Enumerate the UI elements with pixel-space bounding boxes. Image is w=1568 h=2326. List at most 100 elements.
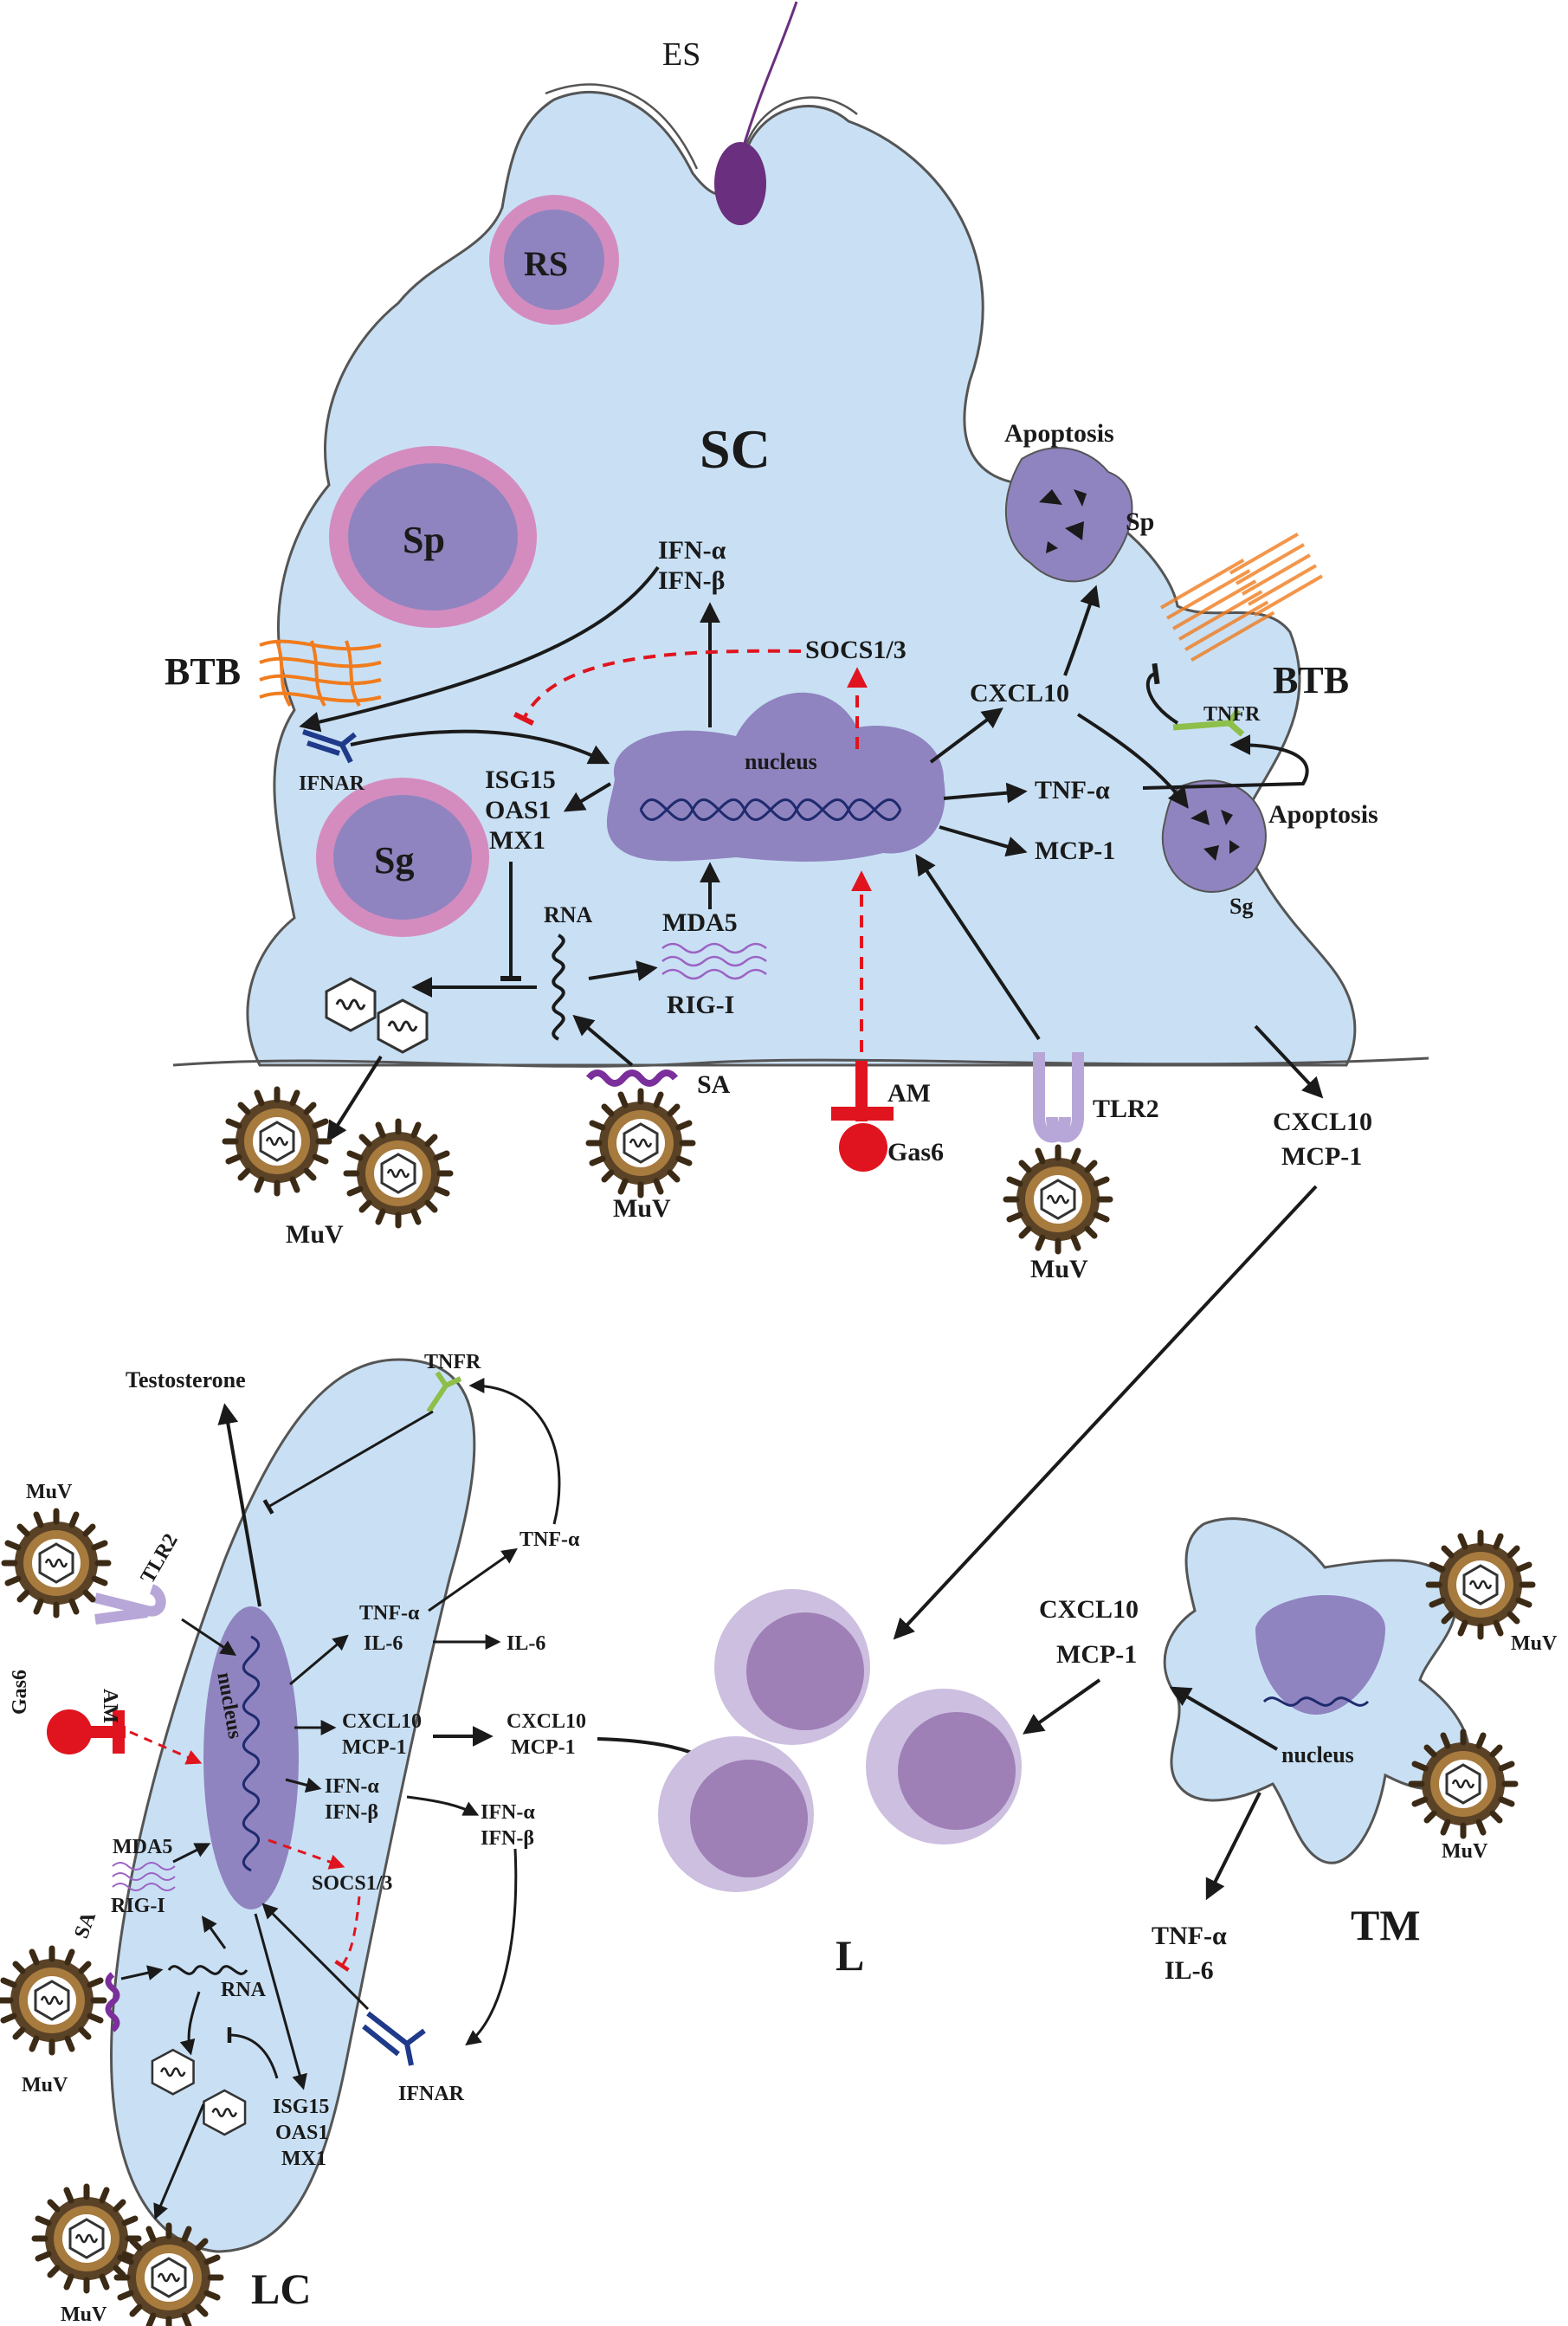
socs-inhibit-arrow <box>334 1896 361 1972</box>
sc-ifnar-receptor <box>302 729 357 764</box>
lc-testosterone-label: Testosterone <box>126 1367 246 1392</box>
apoptosis-sg-cell-label: Sg <box>1229 894 1253 919</box>
lc-il6-label: IL-6 <box>364 1632 403 1655</box>
cxcl10-to-sp-apoptosis-arrow <box>1063 585 1100 676</box>
sc-out-cxcl10-label: CXCL10 <box>1273 1108 1372 1136</box>
lc-muv-top-virus <box>4 1511 108 1615</box>
rna-to-mda5-arrow <box>588 960 658 981</box>
lc-oas1-label: OAS1 <box>275 2122 328 2144</box>
lc-muv-left-virus <box>0 1948 104 2052</box>
sc-tlr2-label: TLR2 <box>1093 1095 1159 1123</box>
sc-mda5-waves <box>661 942 767 980</box>
btb-right-label: BTB <box>1273 659 1349 701</box>
sc-muv-right-virus <box>1006 1147 1110 1251</box>
nucleus-to-testosterone-arrow <box>217 1403 261 1607</box>
lc-tlr2-label: TLR2 <box>137 1530 183 1587</box>
rs-label: RS <box>524 244 568 283</box>
nucleus-to-mcp1-arrow <box>939 825 1028 857</box>
tm-mcp1-label: MCP-1 <box>1056 1640 1137 1669</box>
sc-out-mcp1-label: MCP-1 <box>1281 1142 1362 1171</box>
lc-gas6-label: Gas6 <box>9 1670 31 1715</box>
lc-ifnar-receptor <box>362 2011 426 2066</box>
btb-right-junction <box>1160 533 1323 662</box>
capsid-release-arrow <box>153 2103 205 2220</box>
nucleus-to-tnf-il6-arrow <box>289 1634 349 1686</box>
sc-muv-right-label: MuV <box>1030 1255 1088 1283</box>
sc-sa-receptor <box>585 1069 679 1087</box>
sa-to-rna-arrow <box>120 1965 164 1980</box>
tm-to-tnf-arrow <box>1205 1792 1261 1901</box>
lc-ifn-a-out-label: IFN-α <box>481 1801 535 1824</box>
lymphocyte-label: L <box>836 1931 864 1980</box>
leydig-nucleus: nucleus <box>203 1606 299 1909</box>
tm-to-lymphocyte-arrow <box>1023 1678 1101 1735</box>
nucleus-to-ifn-arrow <box>285 1777 322 1793</box>
lc-mda5-label: MDA5 <box>113 1836 172 1858</box>
nucleus-label: nucleus <box>745 749 817 774</box>
sc-am-gas6-receptor <box>831 1061 894 1172</box>
ifn-out-arrow <box>406 1795 480 1816</box>
sc-isg15-label: ISG15 <box>485 766 556 794</box>
tm-muv-bottom-label: MuV <box>1442 1840 1488 1863</box>
lc-sa-receptor <box>105 1972 120 2032</box>
sp-label: Sp <box>403 519 445 561</box>
nucleus-to-socs-arrow <box>268 1838 345 1870</box>
lc-am-label: AM <box>99 1689 121 1723</box>
rna-to-capsid-arrow <box>179 1991 201 2056</box>
lc-mda5-waves <box>112 1862 176 1891</box>
socs-inhibit-ifnar-arrow <box>513 649 802 727</box>
lc-ifnar-label: IFNAR <box>398 2083 465 2105</box>
lc-muv-top-label: MuV <box>26 1481 73 1503</box>
sc-am-label: AM <box>887 1079 931 1108</box>
capsid-release-arrow <box>326 1055 383 1143</box>
lc-mcp1-out-label: MCP-1 <box>511 1736 576 1759</box>
tm-nucleus-label: nucleus <box>1281 1742 1354 1767</box>
ifn-to-ifnar-arrow <box>465 1848 518 2046</box>
sc-muv-mid-label: MuV <box>613 1194 671 1223</box>
sc-sa-label: SA <box>697 1070 731 1099</box>
sertoli-cell: ES RS SC Sp Sg BTB <box>165 1 1429 1640</box>
tnf-to-tnfr-arrow <box>1142 734 1309 790</box>
lc-cxcl10-label: CXCL10 <box>342 1710 422 1733</box>
lc-il6-out-label: IL-6 <box>507 1632 545 1655</box>
sc-rigi-label: RIG-I <box>667 991 734 1019</box>
sc-tnf-label: TNF-α <box>1035 776 1110 804</box>
apoptotic-spermatocyte <box>1004 447 1133 583</box>
sc-mda5-label: MDA5 <box>662 908 738 937</box>
sc-muv-left-virus-1 <box>225 1089 329 1193</box>
btb-left-junction <box>259 639 382 707</box>
lc-tnfr-receptor <box>426 1371 462 1413</box>
testicular-macrophage: nucleus CXCL10 MCP-1 TNF-α IL-6 MuV MuV … <box>1023 1517 1558 1985</box>
sc-cxcl10-label: CXCL10 <box>970 679 1069 707</box>
elongated-spermatid <box>714 142 766 225</box>
apoptosis-sg-label: Apoptosis <box>1268 800 1378 829</box>
basement-membrane <box>172 1056 1429 1068</box>
lc-rna-strand <box>167 1965 248 1975</box>
tm-muv-top-virus <box>1429 1533 1533 1637</box>
sc-gas6-label: Gas6 <box>887 1138 944 1166</box>
tm-muv-bottom-virus <box>1411 1732 1515 1836</box>
tlr2-to-nucleus-arrow <box>181 1618 236 1656</box>
sc-muv-mid-virus <box>589 1091 693 1195</box>
sc-mx1-label: MX1 <box>489 826 545 855</box>
lc-tnf-out-label: TNF-α <box>519 1528 580 1551</box>
rna-to-mda5-arrow <box>201 1916 227 1949</box>
nucleus-to-isg-arrow <box>254 1913 307 2090</box>
nucleus-to-tnf-arrow <box>943 782 1028 804</box>
macrophage-nucleus <box>1255 1594 1385 1715</box>
sc-tlr2-receptor <box>1033 1052 1084 1143</box>
lymphocytes: L <box>658 1589 1022 1980</box>
sc-ifn-b-label: IFN-β <box>658 566 725 595</box>
sc-oas1-label: OAS1 <box>485 796 552 824</box>
lc-rna-label: RNA <box>221 1979 267 2001</box>
tnf-out-arrow <box>428 1547 518 1612</box>
tnf-to-tnfr-arrow <box>468 1378 561 1525</box>
sc-tnfr-label: TNFR <box>1203 703 1261 726</box>
sc-label: SC <box>700 418 771 480</box>
sc-tnfr-receptor <box>1172 708 1245 737</box>
lc-mcp1-label: MCP-1 <box>342 1736 407 1759</box>
lc-cxcl10-out-label: CXCL10 <box>507 1710 586 1733</box>
tm-cxcl10-label: CXCL10 <box>1039 1595 1139 1624</box>
lc-isg15-label: ISG15 <box>273 2096 329 2118</box>
